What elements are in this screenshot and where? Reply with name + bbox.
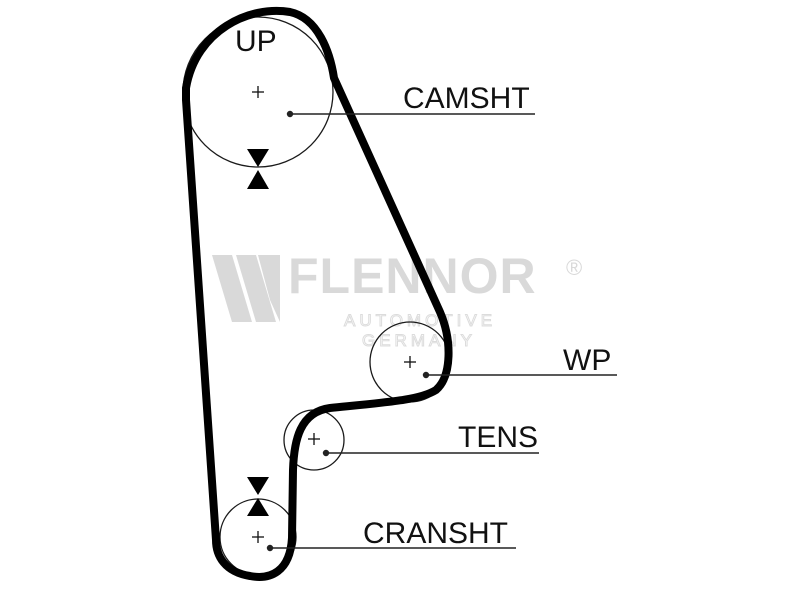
crankshaft-leader-line	[266, 544, 516, 552]
flennor-logo-mark	[212, 255, 280, 322]
tensioner-leader-line	[322, 449, 539, 457]
camshaft-timing-mark-icon	[247, 149, 269, 189]
crankshaft-timing-mark-icon	[247, 477, 269, 516]
tensioner-center-cross-icon	[308, 433, 320, 445]
water-pump-label: WP	[563, 344, 611, 377]
watermark-line1: AUTOMOTIVE	[344, 311, 496, 330]
tensioner-label: TENS	[458, 421, 538, 454]
timing-belt	[182, 6, 453, 581]
watermark-line2: GERMANY	[362, 331, 476, 350]
camshaft-center-cross-icon	[252, 86, 264, 98]
crankshaft-label: CRANSHT	[363, 517, 508, 550]
up-label: UP	[235, 25, 277, 58]
camshaft-leader-line	[286, 110, 535, 118]
water-pump-leader-line	[422, 371, 617, 379]
flennor-watermark: FLENNOR ® AUTOMOTIVE GERMANY	[212, 248, 582, 351]
watermark-registered-mark: ®	[566, 255, 582, 280]
crankshaft-center-cross-icon	[252, 531, 264, 543]
water-pump-center-cross-icon	[404, 356, 416, 368]
camshaft-label: CAMSHT	[403, 82, 530, 115]
